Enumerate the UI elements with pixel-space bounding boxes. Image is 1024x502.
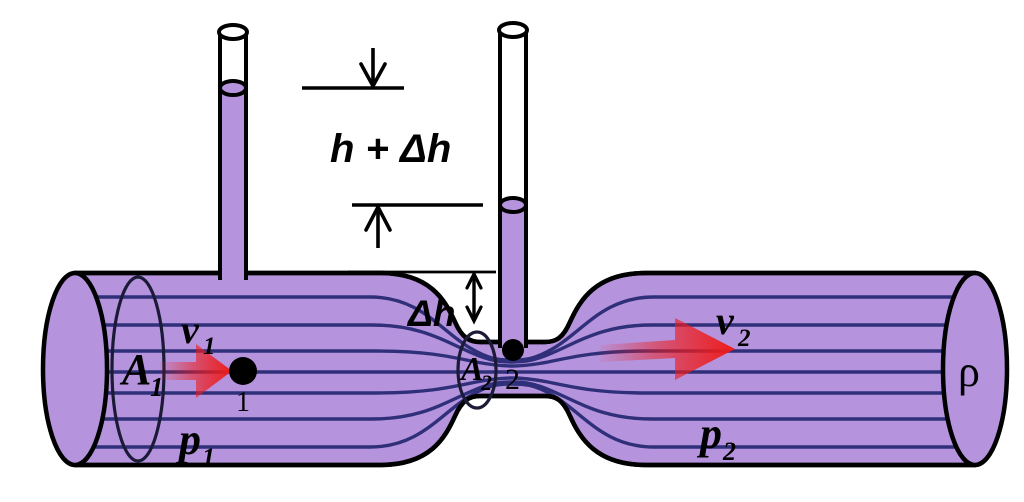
standpipe-left-fluid xyxy=(220,88,246,283)
arrow-down-head xyxy=(359,62,387,90)
label-velocity-1: v xyxy=(181,307,200,352)
label-area-1-sub: 1 xyxy=(150,372,164,402)
pipe-body xyxy=(40,270,1010,468)
delta-h-arrow-head-down xyxy=(465,305,483,325)
pipe-left-endcap xyxy=(40,270,110,468)
label-pressure-2: p xyxy=(696,409,722,458)
streamline xyxy=(75,349,975,368)
label-velocity-2: v xyxy=(716,298,735,343)
standpipe-right xyxy=(497,21,529,350)
dimension-annotations xyxy=(302,48,496,325)
label-pressure-1: p xyxy=(175,415,201,464)
label-pressure-2-sub: 2 xyxy=(722,437,736,466)
label-velocity-2-sub: 2 xyxy=(737,325,751,352)
standpipe-left-rim xyxy=(217,23,249,41)
label-density: ρ xyxy=(958,347,980,396)
label-pressure-1-sub: 1 xyxy=(202,443,215,472)
pipe-right-endcap xyxy=(940,270,1010,468)
label-area-1: A xyxy=(119,345,151,394)
arrow-up-head xyxy=(364,203,392,232)
cross-section-ellipse-a2 xyxy=(456,330,498,410)
text-labels: A 1 v 1 p 1 1 A 2 2 v 2 p 2 ρ h + Δh xyxy=(119,127,980,472)
velocity-arrows xyxy=(160,318,735,398)
streamline xyxy=(75,323,975,364)
velocity-arrow-1 xyxy=(160,344,232,398)
streamline xyxy=(75,382,975,449)
label-velocity-1-sub: 1 xyxy=(203,333,216,360)
label-point-1: 1 xyxy=(236,387,250,418)
point-marker-1 xyxy=(229,357,257,385)
standpipe-right-rim xyxy=(497,21,529,39)
label-area-2-sub: 2 xyxy=(480,370,492,395)
standpipe-right-meniscus xyxy=(498,196,528,214)
delta-h-arrow-head-up xyxy=(465,270,483,290)
streamline xyxy=(75,380,975,421)
standpipe-left-meniscus xyxy=(218,79,248,97)
label-height-total: h + Δh xyxy=(330,127,451,171)
velocity-arrow-2 xyxy=(600,318,735,380)
point-marker-2 xyxy=(502,339,524,361)
label-point-2: 2 xyxy=(505,363,520,396)
label-delta-h: Δh xyxy=(406,293,455,334)
standpipe-right-fluid xyxy=(500,205,526,350)
streamline xyxy=(75,376,975,395)
label-area-2: A xyxy=(459,351,484,388)
standpipe-left xyxy=(217,23,249,283)
